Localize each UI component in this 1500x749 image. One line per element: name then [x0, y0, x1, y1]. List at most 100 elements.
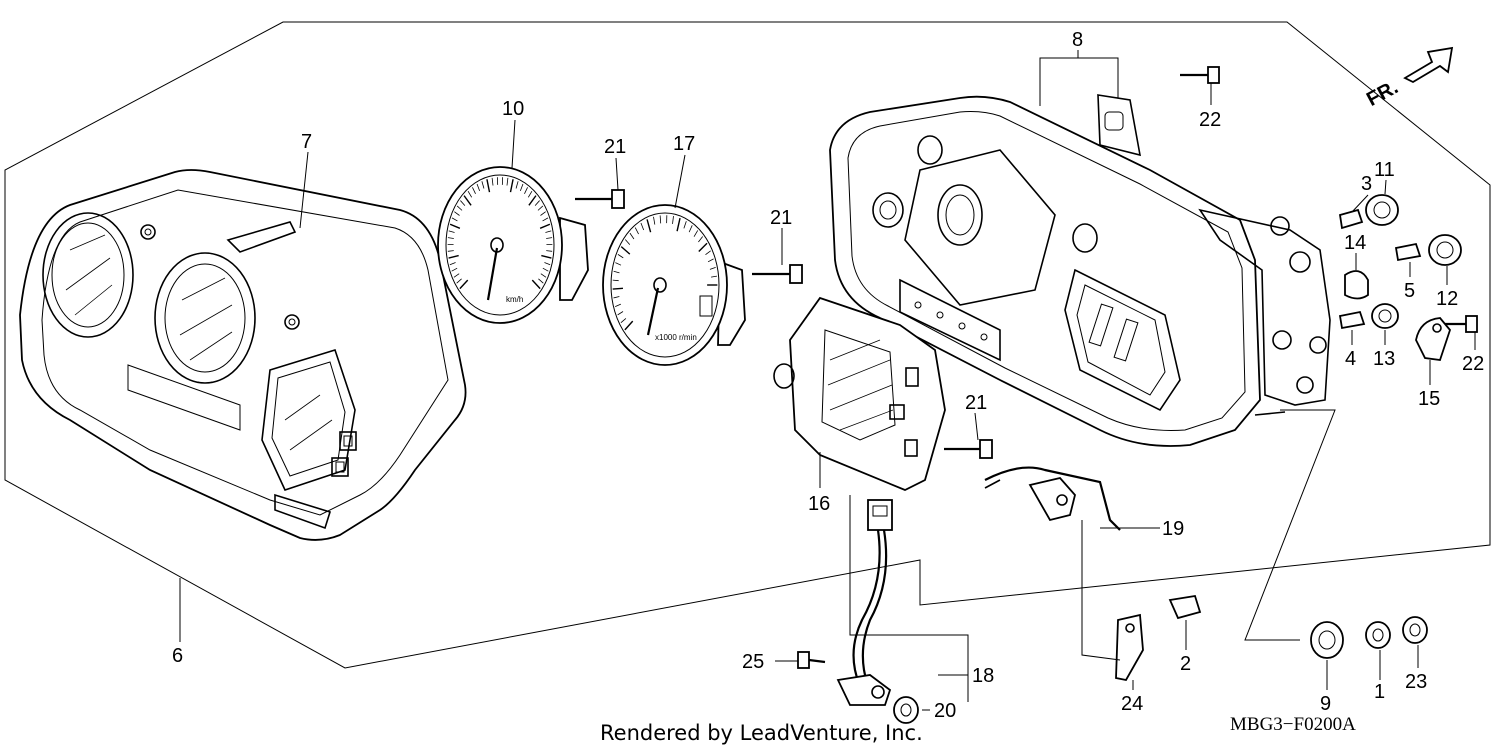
socket-12[interactable] [1428, 234, 1462, 266]
tachometer-tick [615, 262, 622, 266]
meter-case-body[interactable] [829, 94, 1331, 447]
speedometer-tick [463, 195, 472, 206]
bulb-5[interactable] [1394, 242, 1422, 262]
front-direction-arrow: FR. [1363, 46, 1454, 111]
callout-22-right: 22 [1462, 353, 1484, 375]
tachometer-tick [683, 221, 687, 229]
tachometer[interactable]: x1000 r/min [602, 204, 746, 366]
callout-24: 24 [1121, 693, 1143, 715]
tachometer-tick [653, 216, 656, 225]
speedometer-tick [538, 278, 544, 284]
grommet-9[interactable] [1310, 621, 1344, 659]
tachometer-tick [705, 250, 711, 255]
tachometer-tick [613, 270, 620, 274]
callout-8: 8 [1072, 29, 1083, 51]
tachometer-tick [698, 236, 703, 243]
speedometer-tick [449, 262, 456, 266]
lcd-unit[interactable] [773, 296, 946, 491]
clamp-24[interactable] [1115, 613, 1144, 682]
tachometer-tick [710, 275, 718, 278]
speedometer-tick [460, 200, 466, 206]
bulb-3[interactable] [1338, 208, 1364, 230]
speedometer-tick [467, 190, 473, 198]
tachometer-tick [620, 318, 627, 324]
speedometer-tick [515, 181, 519, 189]
callout-23: 23 [1405, 671, 1427, 693]
diagram-code: MBG3−F0200A [1230, 714, 1356, 735]
speedometer-tick [524, 187, 528, 194]
speedometer-tick [537, 205, 544, 211]
speedometer-tick [509, 179, 514, 193]
speedometer-tick [539, 223, 551, 229]
screw-22a[interactable] [1180, 66, 1220, 84]
callout-1: 1 [1374, 681, 1385, 703]
speedometer-tick [540, 273, 547, 278]
speedometer-tick [456, 205, 463, 211]
callout-4: 4 [1345, 348, 1356, 370]
speedometer-tick [506, 177, 509, 186]
screw-21c[interactable] [944, 439, 993, 459]
socket-11[interactable] [1365, 194, 1399, 226]
callout-labels: 7 6 10 17 21 21 21 8 22 3 11 14 5 12 4 1… [172, 29, 1484, 722]
wire-harness[interactable] [836, 499, 893, 706]
front-direction-label: FR. [1363, 76, 1402, 111]
speedometer-tick [491, 177, 494, 186]
callout-6: 6 [172, 645, 183, 667]
clip-15[interactable] [1415, 317, 1452, 361]
speedometer-unit: km/h [506, 295, 523, 304]
callout-19: 19 [1162, 518, 1184, 540]
speedometer-tick [546, 250, 553, 252]
speedometer-tick [486, 179, 491, 193]
speedometer-tick [451, 267, 458, 272]
spacer-20[interactable] [893, 696, 919, 724]
callout-21-lower: 21 [965, 392, 987, 414]
tachometer-tick [707, 258, 714, 263]
bulb-14[interactable] [1344, 270, 1369, 300]
callout-21-middle: 21 [770, 207, 792, 229]
tachometer-tick [693, 230, 699, 237]
callout-2: 2 [1180, 653, 1191, 675]
screw-25[interactable] [797, 651, 826, 669]
speedometer-tick [541, 254, 552, 259]
assembly-boundary [4, 21, 1491, 669]
callout-20: 20 [934, 700, 956, 722]
speedometer[interactable]: km/h [437, 166, 589, 324]
callout-18: 18 [972, 665, 994, 687]
tachometer-tick [624, 320, 634, 331]
tachometer-tick [613, 296, 620, 299]
speedometer-tick [448, 230, 455, 233]
callout-9: 9 [1320, 693, 1331, 715]
meter-case-cover[interactable] [19, 169, 467, 541]
speedometer-tick [534, 200, 540, 206]
leader-lines [179, 50, 1476, 711]
speedometer-tick [453, 273, 460, 278]
bulb-4[interactable] [1338, 310, 1366, 330]
tachometer-tick [659, 215, 662, 224]
speedometer-tick [449, 223, 461, 229]
socket-13[interactable] [1371, 303, 1399, 329]
washer-1[interactable] [1365, 621, 1391, 649]
tachometer-tick [646, 219, 652, 233]
credit-text: Rendered by LeadVenture, Inc. [600, 721, 923, 745]
tachometer-tick [629, 232, 635, 240]
tachometer-tick [612, 279, 619, 282]
sensor-wire[interactable] [984, 466, 1121, 531]
callout-25: 25 [742, 651, 764, 673]
screw-21b[interactable] [752, 264, 803, 284]
speedometer-tick [476, 183, 481, 192]
callout-13: 13 [1373, 348, 1395, 370]
clip-2[interactable] [1168, 594, 1202, 620]
speedometer-tick [542, 267, 549, 272]
callout-11: 11 [1374, 159, 1395, 181]
nut-23[interactable] [1402, 616, 1428, 644]
speedometer-tick [459, 279, 469, 290]
tachometer-tick [624, 239, 631, 245]
speedometer-tick [527, 190, 533, 198]
speedometer-tick [544, 262, 551, 266]
tachometer-tick [672, 216, 674, 224]
tachometer-tick [698, 242, 708, 252]
tachometer-tick [615, 303, 621, 307]
speedometer-tick [542, 217, 549, 222]
screw-21a[interactable] [575, 189, 625, 209]
speedometer-tick [472, 187, 476, 194]
